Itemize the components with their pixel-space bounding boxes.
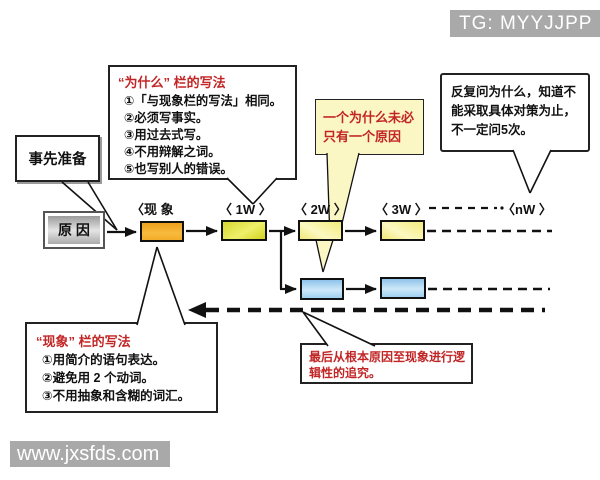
url-watermark-badge: www.jxsfds.com (10, 441, 170, 467)
why-rules-item-3: ③用过去式写。 (124, 127, 209, 142)
backward-dashed-arrow-head (188, 302, 206, 318)
phenomenon-box (140, 221, 184, 242)
prepare-in-advance-box: 事先准备 (15, 135, 100, 182)
why-2-lower-box (300, 278, 344, 300)
repeat-why-line-3: 不一定问5次。 (451, 122, 533, 137)
wn-stage-label: 〈nW 〉 (502, 202, 552, 217)
why-rules-title: “为什么” 栏的写法 (118, 75, 226, 90)
phenomenon-rules-pointer-fill (137, 247, 185, 325)
phenomenon-rules-item-2: ②避免用 2 个动词。 (42, 370, 154, 385)
phenomenon-rules-item-3: ③不用抽象和含糊的词汇。 (42, 388, 191, 403)
cause-box: 原 因 (43, 211, 105, 249)
w3-stage-label: 〈 3W 〉 (375, 202, 428, 217)
phenomenon-rules-title: “现象” 栏的写法 (36, 334, 131, 349)
why-2-upper-box (298, 220, 343, 241)
prepare-in-advance-label: 事先准备 (28, 152, 87, 168)
w1-stage-label: 〈 1W 〉 (219, 202, 272, 217)
repeat-why-callout: 反复问为什么，知道不 能采取具体对策为止， 不一定问5次。 (440, 73, 590, 152)
one-why-tail-lower-left-edge (315, 239, 324, 273)
tg-watermark-text: TG: MYYJJPP (459, 12, 593, 34)
one-why-line-2: 只有一个原因 (323, 128, 402, 144)
phenomenon-rules-pointer-right (156, 246, 186, 326)
one-why-callout: 一个为什么未必 只有一个原因 (315, 99, 424, 155)
repeat-why-pointer-fill (513, 150, 551, 193)
one-why-line-1: 一个为什么未必 (323, 110, 415, 125)
logic-trace-line-1: 最后从根本原因至现象进行逻 (309, 350, 466, 364)
repeat-why-pointer-left (512, 149, 531, 194)
phenomenon-rules-item-1: ①用简介的语句表达。 (42, 353, 166, 367)
logic-trace-pointer-right (302, 311, 376, 347)
why-3-lower-box (380, 277, 426, 299)
repeat-why-pointer-right (529, 149, 552, 194)
repeat-why-line-1: 反复问为什么，知道不 (451, 85, 577, 99)
phenomenon-stage-label: 〈现 象 (131, 202, 174, 217)
w2-stage-label: 〈 2W 〉 (294, 202, 347, 217)
logic-trace-line-2: 辑性的追究。 (309, 366, 382, 381)
why-rules-item-2: ②必须写事实。 (124, 110, 209, 125)
logic-trace-callout: 最后从根本原因至现象进行逻 辑性的追究。 (300, 343, 473, 384)
url-watermark-text: www.jxsfds.com (17, 442, 160, 465)
tg-watermark-badge: TG: MYYJJPP (450, 10, 600, 37)
phenomenon-rules-callout: “现象” 栏的写法 ①用简介的语句表达。 ②避免用 2 个动词。 ③不用抽象和含… (25, 322, 218, 413)
why-rules-callout: “为什么” 栏的写法 ①「与现象栏的写法」相同。 ②必须写事实。 ③用过去式写。… (108, 65, 297, 180)
why-1-box (221, 220, 267, 241)
one-why-tail-lower-right-edge (322, 239, 334, 273)
cause-box-inner: 原 因 (48, 216, 100, 244)
logic-trace-pointer-fill (303, 312, 375, 346)
one-why-tail-lower (316, 240, 333, 272)
logic-trace-pointer-left (302, 311, 329, 347)
why-rules-item-1: ①「与现象栏的写法」相同。 (124, 94, 282, 108)
why-3-upper-box (380, 220, 425, 241)
why-rules-item-5: ⑤也写别人的错误。 (124, 161, 233, 176)
why-rules-item-4: ④不用辩解之词。 (124, 144, 221, 159)
cause-label: 原 因 (58, 222, 90, 238)
repeat-why-line-2: 能采取具体对策为止， (451, 103, 577, 118)
phenomenon-rules-pointer-left (136, 246, 158, 326)
